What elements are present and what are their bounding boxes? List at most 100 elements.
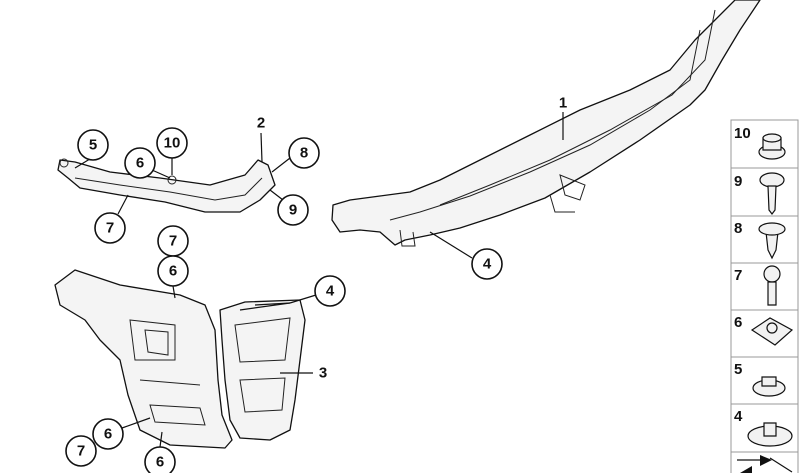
washer-screw-icon [759, 172, 785, 215]
washer-nut-icon [747, 422, 793, 447]
diagram-shape [151, 169, 171, 179]
diagram-shape: 10 [164, 135, 181, 152]
callout-6: 6 [157, 255, 189, 287]
diagram-shape [740, 466, 752, 473]
callout-4: 4 [471, 248, 503, 280]
diagram-shape [77, 129, 109, 161]
diagram-shape [65, 435, 97, 467]
diagram-shape [129, 319, 176, 361]
diagram-shape [269, 189, 284, 201]
diagram-shape [759, 172, 785, 188]
diagram-shape: 6 [169, 263, 177, 280]
diagram-shape [149, 404, 206, 426]
diagram-shape: 10 [734, 125, 751, 142]
diagram-shape [331, 0, 761, 246]
direction-arrow-icon [737, 455, 793, 473]
callout-10: 10 [156, 127, 188, 159]
diagram-shape [59, 158, 69, 168]
diagram-shape [767, 185, 777, 215]
callout-6: 6 [144, 446, 176, 473]
diagram-shape [389, 29, 701, 221]
diagram-shape [271, 157, 291, 173]
diagram-shape [737, 457, 793, 473]
diagram-shape [172, 285, 176, 299]
diagram-shape [763, 422, 777, 437]
callout-4: 4 [314, 275, 346, 307]
legend-item-5: 5 [730, 356, 799, 405]
callout-6: 6 [124, 147, 156, 179]
diagram-shape [239, 377, 286, 413]
diagram-shape [159, 431, 163, 448]
diagram-shape [92, 418, 124, 450]
diagram-shape: 5 [734, 361, 742, 378]
diagram-shape [314, 275, 346, 307]
callout-5: 5 [77, 129, 109, 161]
flange-nut-icon [752, 376, 786, 397]
hex-bolt-icon [763, 265, 781, 306]
bumper-carrier-part-1 [331, 0, 761, 247]
diagram-shape [144, 329, 169, 356]
diagram-shape: 7 [77, 443, 85, 460]
diagram-shape [124, 147, 156, 179]
leader-lines [74, 112, 564, 448]
diagram-shape: 7 [106, 220, 114, 237]
diagram-shape [94, 212, 126, 244]
diagram-shape [762, 133, 782, 143]
diagram-shape [439, 9, 716, 206]
callout-2: 2 [257, 115, 265, 132]
callout-6: 6 [92, 418, 124, 450]
diagram-shape [758, 222, 786, 236]
diagram-shape: 1 [559, 95, 567, 112]
diagram-shape [549, 194, 575, 213]
diagram-shape [760, 455, 772, 466]
diagram-shape [429, 231, 473, 259]
diagram-shape: 4 [734, 408, 743, 425]
lower-bracket-part-3 [54, 269, 306, 449]
diagram-shape [157, 255, 189, 287]
diagram-shape [763, 265, 781, 283]
callout-9: 9 [277, 194, 309, 226]
callout-7: 7 [94, 212, 126, 244]
diagram-shape [767, 281, 777, 306]
diagram-shape [288, 137, 320, 169]
diagram-shape [766, 322, 778, 334]
diagram-shape [471, 248, 503, 280]
diagram-shape [54, 269, 233, 449]
legend-item-8: 8 [730, 215, 799, 264]
diagram-shape [234, 317, 291, 363]
diagram-shape: 7 [169, 233, 177, 250]
diagram-shape: 4 [483, 256, 492, 273]
diagram-shape [156, 127, 188, 159]
callout-8: 8 [288, 137, 320, 169]
bracket-part-2 [57, 158, 276, 213]
diagram-shape: 5 [89, 137, 97, 154]
diagram-shape: 3 [319, 365, 327, 382]
hex-collar-nut-icon [758, 133, 786, 160]
diagram-shape [277, 194, 309, 226]
diagram-shape [74, 177, 263, 201]
diagram-shape: 6 [156, 454, 164, 471]
diagram-shape [260, 132, 263, 163]
clip-nut-icon [750, 317, 794, 346]
diagram-shape [57, 159, 276, 213]
diagram-shape [117, 194, 129, 215]
diagram-shape [761, 376, 777, 387]
callout-1: 1 [559, 95, 567, 112]
diagram-shape [167, 175, 177, 185]
diagram-shape: 6 [136, 155, 144, 172]
diagram-shape [399, 229, 416, 247]
diagram-shape: 6 [734, 314, 742, 331]
diagram-shape [139, 379, 201, 386]
legend-item-10: 10 [730, 119, 799, 169]
diagram-shape: 6 [104, 426, 112, 443]
callout-7: 7 [157, 225, 189, 257]
legend-item-6: 6 [730, 309, 799, 358]
diagram-shape [289, 294, 317, 304]
diagram-shape: 9 [734, 173, 742, 190]
diagram-shape: 9 [289, 202, 297, 219]
callout-3: 3 [319, 365, 327, 382]
diagram-shape [559, 174, 586, 201]
diagram-shape [239, 302, 291, 311]
